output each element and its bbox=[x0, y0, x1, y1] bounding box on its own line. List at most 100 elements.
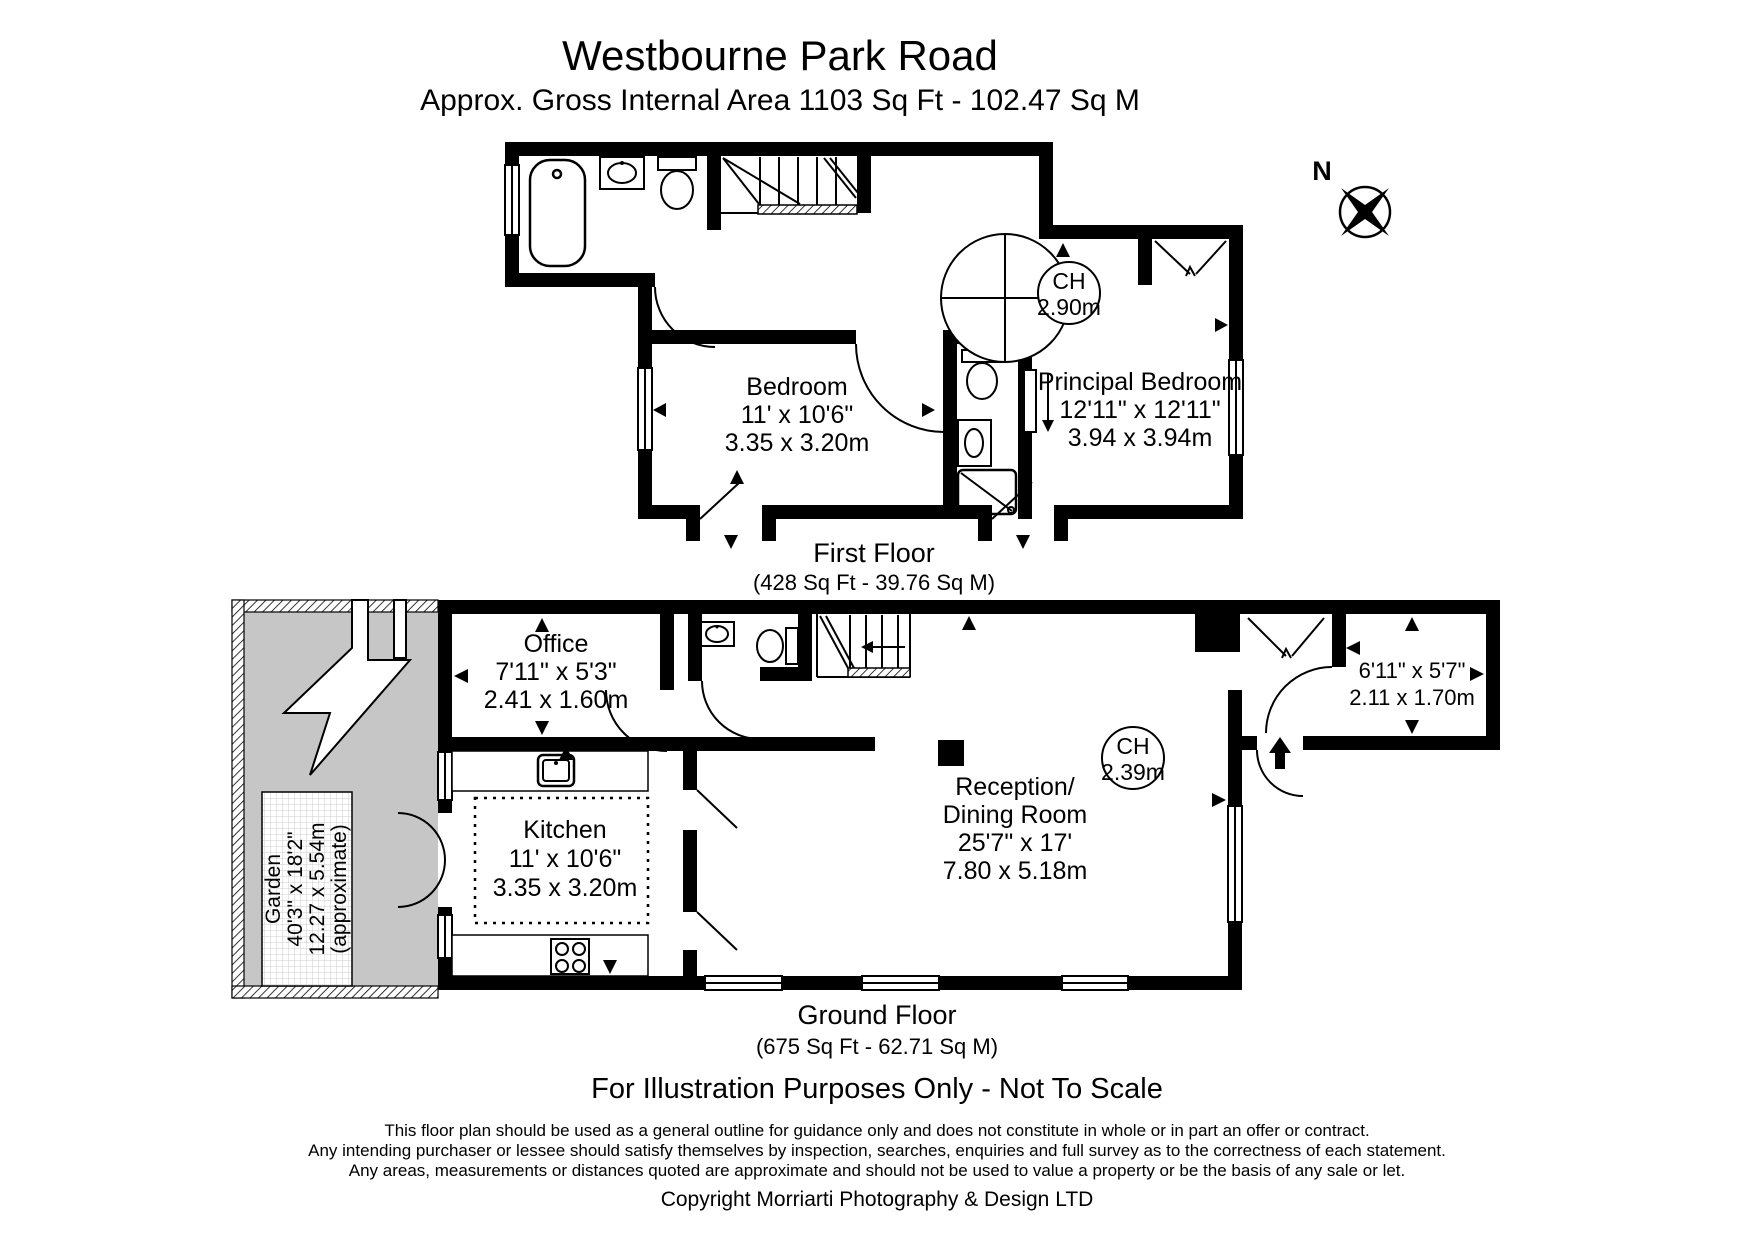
first-floor-plan: Bedroom 11' x 10'6" 3.35 x 3.20m Princip… bbox=[504, 142, 1244, 595]
sink-icon bbox=[699, 621, 735, 647]
disclaimer-line3: Any areas, measurements or distances quo… bbox=[349, 1161, 1406, 1180]
ground-floor-windows bbox=[437, 751, 1243, 991]
marker-triangle-icon bbox=[724, 535, 738, 549]
garden-note: (approximate) bbox=[328, 824, 351, 954]
window-icon bbox=[637, 367, 653, 451]
window-icon bbox=[861, 975, 940, 991]
first-floor-area: (428 Sq Ft - 39.76 Sq M) bbox=[753, 570, 995, 595]
door-leaf-icon bbox=[699, 481, 741, 520]
ceiling-height-badge: CH 2.90m bbox=[1037, 261, 1101, 325]
door-arc-icon bbox=[1265, 666, 1333, 734]
garden-path-slit bbox=[393, 599, 407, 659]
garden-name: Garden bbox=[262, 854, 285, 924]
door-arc-icon bbox=[701, 680, 761, 740]
bathtub-tap-icon bbox=[551, 168, 563, 180]
bathtub-icon bbox=[528, 158, 587, 268]
kitchen-name: Kitchen bbox=[523, 816, 606, 844]
compass-north-label: N bbox=[1312, 156, 1332, 186]
ground-floor-kitchen bbox=[451, 750, 650, 977]
kitchen-sink-icon bbox=[536, 753, 576, 788]
stairs-direction-arrow-icon bbox=[861, 641, 873, 653]
first-floor-walls bbox=[505, 142, 1243, 541]
first-floor-shower-room bbox=[956, 349, 1018, 516]
first-floor-windows bbox=[504, 164, 1244, 456]
office-name: Office bbox=[524, 630, 589, 658]
scale-note: For Illustration Purposes Only - Not To … bbox=[591, 1073, 1163, 1105]
window-icon bbox=[1228, 359, 1244, 456]
footer: For Illustration Purposes Only - Not To … bbox=[308, 1073, 1446, 1211]
kitchen-counter bbox=[451, 750, 649, 792]
first-floor-markers bbox=[653, 243, 1228, 549]
hallway-size-imperial: 6'11" x 5'7" bbox=[1359, 658, 1466, 683]
compass: N bbox=[1312, 156, 1392, 239]
ground-floor-doors bbox=[397, 617, 1333, 951]
marker-triangle-icon bbox=[454, 669, 468, 683]
reception-name-line2: Dining Room bbox=[943, 801, 1088, 829]
sink-icon bbox=[599, 156, 645, 190]
door-leaf-icon bbox=[696, 911, 738, 951]
toilet-icon bbox=[756, 627, 799, 665]
kitchen-size-metric: 3.35 x 3.20m bbox=[493, 874, 638, 902]
marker-triangle-icon bbox=[653, 403, 666, 417]
french-doors-icon bbox=[397, 812, 446, 908]
marker-triangle-icon bbox=[559, 746, 573, 760]
door-leaf-icon bbox=[991, 481, 1033, 520]
principal-bedroom-size-metric: 3.94 x 3.94m bbox=[1068, 424, 1213, 452]
ground-floor-plan: Garden 40'3" x 18'2" 12.27 x 5.54m (appr… bbox=[231, 599, 1500, 1059]
hallway-size-metric: 2.11 x 1.70m bbox=[1349, 685, 1475, 710]
principal-bedroom-name: Principal Bedroom bbox=[1038, 368, 1242, 396]
bedroom-size-metric: 3.35 x 3.20m bbox=[725, 429, 870, 457]
ceiling-height-label: CH bbox=[1116, 733, 1149, 759]
garden-boundary-hatch bbox=[231, 985, 439, 999]
marker-triangle-icon bbox=[1405, 720, 1419, 734]
header: Westbourne Park Road Approx. Gross Inter… bbox=[420, 32, 1140, 117]
office-size-imperial: 7'11" x 5'3" bbox=[495, 658, 616, 686]
kitchen-size-imperial: 11' x 10'6" bbox=[509, 845, 621, 873]
copyright: Copyright Morriarti Photography & Design… bbox=[661, 1188, 1094, 1211]
ground-floor-labels: Office 7'11" x 5'3" 2.41 x 1.60m Kitchen… bbox=[484, 630, 1475, 1059]
garden-path-zigzag bbox=[281, 599, 413, 776]
principal-bedroom-size-imperial: 12'11" x 12'11" bbox=[1059, 396, 1220, 424]
ceiling-height-value: 2.39m bbox=[1101, 759, 1165, 785]
compass-star-icon bbox=[1341, 188, 1389, 236]
first-floor-caption: First Floor bbox=[813, 538, 935, 568]
window-icon bbox=[704, 975, 783, 991]
office-size-metric: 2.41 x 1.60m bbox=[484, 686, 629, 714]
entrance-arrow-icon bbox=[1269, 737, 1291, 769]
garden-area: Garden 40'3" x 18'2" 12.27 x 5.54m (appr… bbox=[231, 599, 439, 999]
shower-tray-icon bbox=[956, 468, 1018, 516]
marker-triangle-icon bbox=[1405, 617, 1419, 631]
marker-triangle-icon bbox=[922, 403, 935, 417]
marker-triangle-icon bbox=[1346, 641, 1360, 655]
ground-floor-walls bbox=[438, 600, 1500, 990]
window-icon bbox=[504, 164, 520, 236]
garden-size-imperial: 40'3" x 18'2" bbox=[284, 831, 307, 946]
door-arc-icon bbox=[654, 286, 716, 348]
ground-floor-markers bbox=[454, 616, 1484, 974]
ground-floor-stairs-icon bbox=[816, 614, 911, 678]
window-icon bbox=[437, 751, 453, 801]
front-door-arc-icon bbox=[1256, 749, 1304, 797]
marker-triangle-icon bbox=[535, 721, 549, 735]
bedroom-size-imperial: 11' x 10'6" bbox=[741, 401, 853, 429]
marker-triangle-icon bbox=[1212, 793, 1226, 807]
marker-triangle-icon bbox=[1470, 667, 1484, 681]
garden-label-box: Garden 40'3" x 18'2" 12.27 x 5.54m (appr… bbox=[261, 791, 353, 987]
ceiling-height-value: 2.90m bbox=[1037, 294, 1101, 320]
marker-triangle-icon bbox=[535, 618, 549, 632]
marker-triangle-icon bbox=[962, 616, 976, 630]
window-icon bbox=[1061, 975, 1129, 991]
stove-icon bbox=[550, 938, 590, 975]
first-floor-stairs-icon bbox=[721, 157, 863, 215]
window-icon bbox=[437, 914, 453, 959]
ground-floor-caption: Ground Floor bbox=[797, 1000, 956, 1030]
first-floor-labels: Bedroom 11' x 10'6" 3.35 x 3.20m Princip… bbox=[725, 261, 1242, 595]
bedroom-name: Bedroom bbox=[746, 373, 847, 401]
compass-circle bbox=[1338, 185, 1392, 239]
marker-triangle-icon bbox=[1215, 318, 1228, 332]
sink-icon bbox=[957, 419, 992, 467]
marker-triangle-icon bbox=[730, 470, 744, 484]
marker-triangle-icon bbox=[1016, 535, 1030, 549]
cupboard-double-door-icon bbox=[1247, 617, 1325, 659]
first-floor-bathroom bbox=[528, 156, 697, 268]
